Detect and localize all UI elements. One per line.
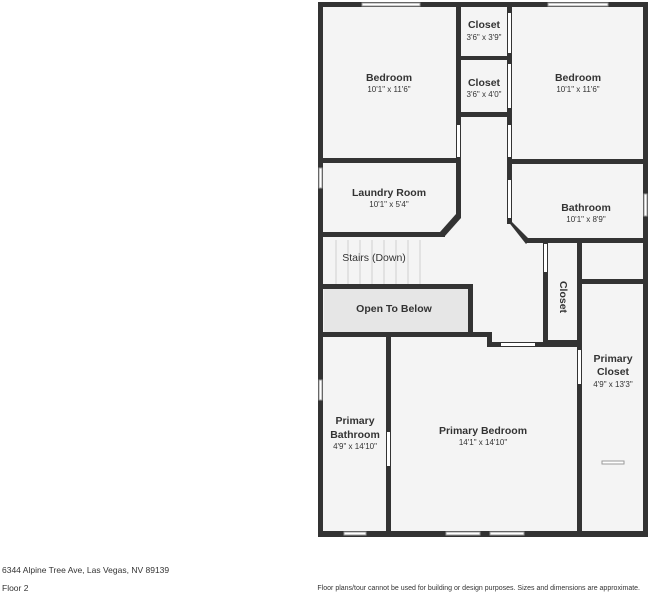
- room-name: Closet: [557, 281, 569, 314]
- room-name: Open To Below: [356, 303, 432, 315]
- room-primary-bedroom: Primary Bedroom 14'1" x 14'10": [439, 425, 527, 447]
- room-dims: 10'1" x 11'6": [367, 85, 410, 94]
- room-closet-top: Closet 3'6" x 3'9": [467, 19, 502, 42]
- room-dims: 14'1" x 14'10": [459, 438, 507, 447]
- room-dims: 3'6" x 4'0": [467, 90, 502, 99]
- open-to-below-area: [324, 288, 469, 332]
- room-bedroom-right: Bedroom 10'1" x 11'6": [555, 72, 601, 94]
- room-name: Laundry Room: [352, 187, 426, 199]
- stair-treads: [335, 240, 421, 284]
- outer-walls: [318, 2, 648, 537]
- floor-label: Floor 2: [2, 583, 29, 593]
- room-name-line2: Bathroom: [330, 429, 380, 441]
- room-primary-closet: Primary Closet 4'9" x 13'3": [593, 353, 633, 389]
- room-dims: 4'9" x 14'10": [333, 442, 377, 451]
- room-dims: 10'1" x 5'4": [369, 200, 409, 209]
- room-name-line1: Primary: [335, 415, 374, 427]
- room-dims: 4'9" x 13'3": [593, 380, 633, 389]
- room-name: Stairs (Down): [342, 252, 406, 264]
- room-primary-bathroom: Primary Bathroom 4'9" x 14'10": [330, 415, 380, 451]
- door-gaps: [387, 13, 581, 466]
- room-name: Bedroom: [555, 72, 601, 84]
- room-closet-middle: Closet 3'6" x 4'0": [467, 77, 502, 99]
- room-bathroom: Bathroom 10'1" x 8'9": [561, 202, 611, 224]
- room-name: Bedroom: [366, 72, 412, 84]
- room-stairs: Stairs (Down): [342, 252, 406, 264]
- floor-area: [322, 6, 644, 533]
- windows: [318, 2, 648, 536]
- room-open-to-below: Open To Below: [356, 303, 432, 315]
- room-name: Closet: [468, 77, 501, 89]
- room-name: Bathroom: [561, 202, 611, 214]
- room-closet-vertical: Closet: [557, 281, 569, 314]
- address: 6344 Alpine Tree Ave, Las Vegas, NV 8913…: [2, 565, 170, 575]
- room-name-line1: Primary: [593, 353, 632, 365]
- room-name: Primary Bedroom: [439, 425, 527, 437]
- room-bedroom-left: Bedroom 10'1" x 11'6": [366, 72, 412, 94]
- disclaimer: Floor plans/tour cannot be used for buil…: [317, 585, 640, 592]
- room-dims: 3'6" x 3'9": [467, 33, 502, 42]
- room-dims: 10'1" x 11'6": [556, 85, 599, 94]
- room-name-line2: Closet: [597, 366, 630, 378]
- room-dims: 10'1" x 8'9": [566, 215, 606, 224]
- room-name: Closet: [468, 19, 501, 31]
- room-laundry: Laundry Room 10'1" x 5'4": [352, 187, 426, 209]
